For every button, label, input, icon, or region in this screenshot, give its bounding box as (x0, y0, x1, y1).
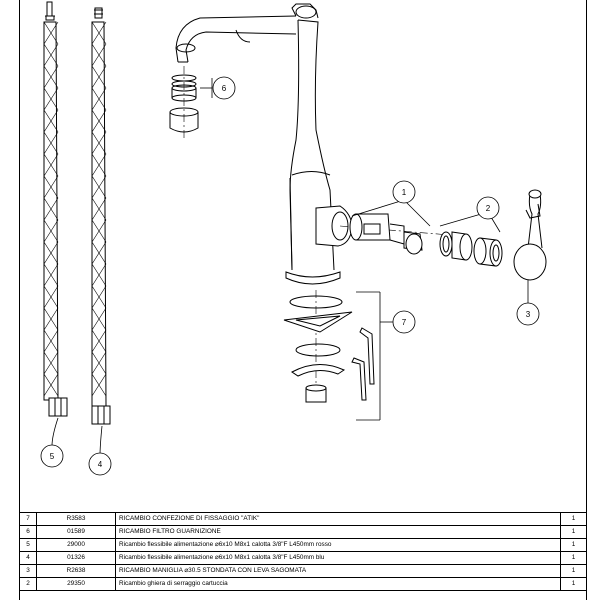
row-position: 6 (19, 525, 37, 539)
row-position: 4 (19, 551, 37, 565)
row-position: 7 (19, 512, 37, 526)
row-description: Ricambio ghiera di serraggio cartuccia (115, 577, 561, 591)
callout-bubbles: 6 1 2 3 7 5 4 (40, 76, 540, 476)
aerator-filter (169, 66, 199, 140)
callout-label-7: 7 (402, 318, 407, 327)
row-code: 01589 (36, 525, 116, 539)
row-description: RICAMBIO CONFEZIONE DI FISSAGGIO "ATIK" (115, 512, 561, 526)
exploded-view-drawing: 6 1 2 3 7 5 4 (40, 1, 547, 476)
callout-label-4: 4 (98, 460, 103, 469)
callout-label-1: 1 (402, 188, 407, 197)
row-quantity: 1 (560, 551, 587, 565)
row-code: R3583 (36, 512, 116, 526)
row-description: RICAMBIO MANIGLIA ⌀30.5 STONDATA CON LEV… (115, 564, 561, 578)
row-code: 29350 (36, 577, 116, 591)
table-row: 5 29000 Ricambio flessibile alimentazion… (19, 538, 587, 552)
row-code: R2638 (36, 564, 116, 578)
fixing-kit (283, 290, 375, 403)
frame-border-right (586, 0, 587, 600)
parts-list-table: 7 R3583 RICAMBIO CONFEZIONE DI FISSAGGIO… (19, 512, 587, 591)
callout-label-6: 6 (222, 84, 227, 93)
table-row: 7 R3583 RICAMBIO CONFEZIONE DI FISSAGGIO… (19, 512, 587, 526)
row-description: Ricambio flessibile alimentazione ⌀6x10 … (115, 551, 561, 565)
cartridge (349, 213, 423, 255)
frame-border-left (19, 0, 20, 600)
row-position: 2 (19, 577, 37, 591)
row-description: Ricambio flessibile alimentazione ⌀6x10 … (115, 538, 561, 552)
locking-nut (439, 231, 503, 267)
table-row: 3 R2638 RICAMBIO MANIGLIA ⌀30.5 STONDATA… (19, 564, 587, 578)
row-code: 29000 (36, 538, 116, 552)
table-row: 6 01589 RICAMBIO FILTRO GUARNIZIONE 1 (19, 525, 587, 539)
handle-lever (513, 189, 547, 281)
table-row: 4 01326 Ricambio flessibile alimentazion… (19, 551, 587, 565)
faucet-body (175, 3, 463, 285)
callout-label-2: 2 (486, 204, 491, 213)
row-quantity: 1 (560, 564, 587, 578)
row-position: 3 (19, 564, 37, 578)
row-quantity: 1 (560, 538, 587, 552)
row-quantity: 1 (560, 512, 587, 526)
callout-label-3: 3 (526, 310, 531, 319)
row-description: RICAMBIO FILTRO GUARNIZIONE (115, 525, 561, 539)
table-row: 2 29350 Ricambio ghiera di serraggio car… (19, 577, 587, 591)
flexible-hose-red (43, 1, 68, 417)
flexible-hose-blue (91, 7, 111, 425)
row-position: 5 (19, 538, 37, 552)
callout-label-5: 5 (50, 452, 55, 461)
row-quantity: 1 (560, 577, 587, 591)
callout-leaders (51, 78, 529, 457)
row-code: 01326 (36, 551, 116, 565)
row-quantity: 1 (560, 525, 587, 539)
